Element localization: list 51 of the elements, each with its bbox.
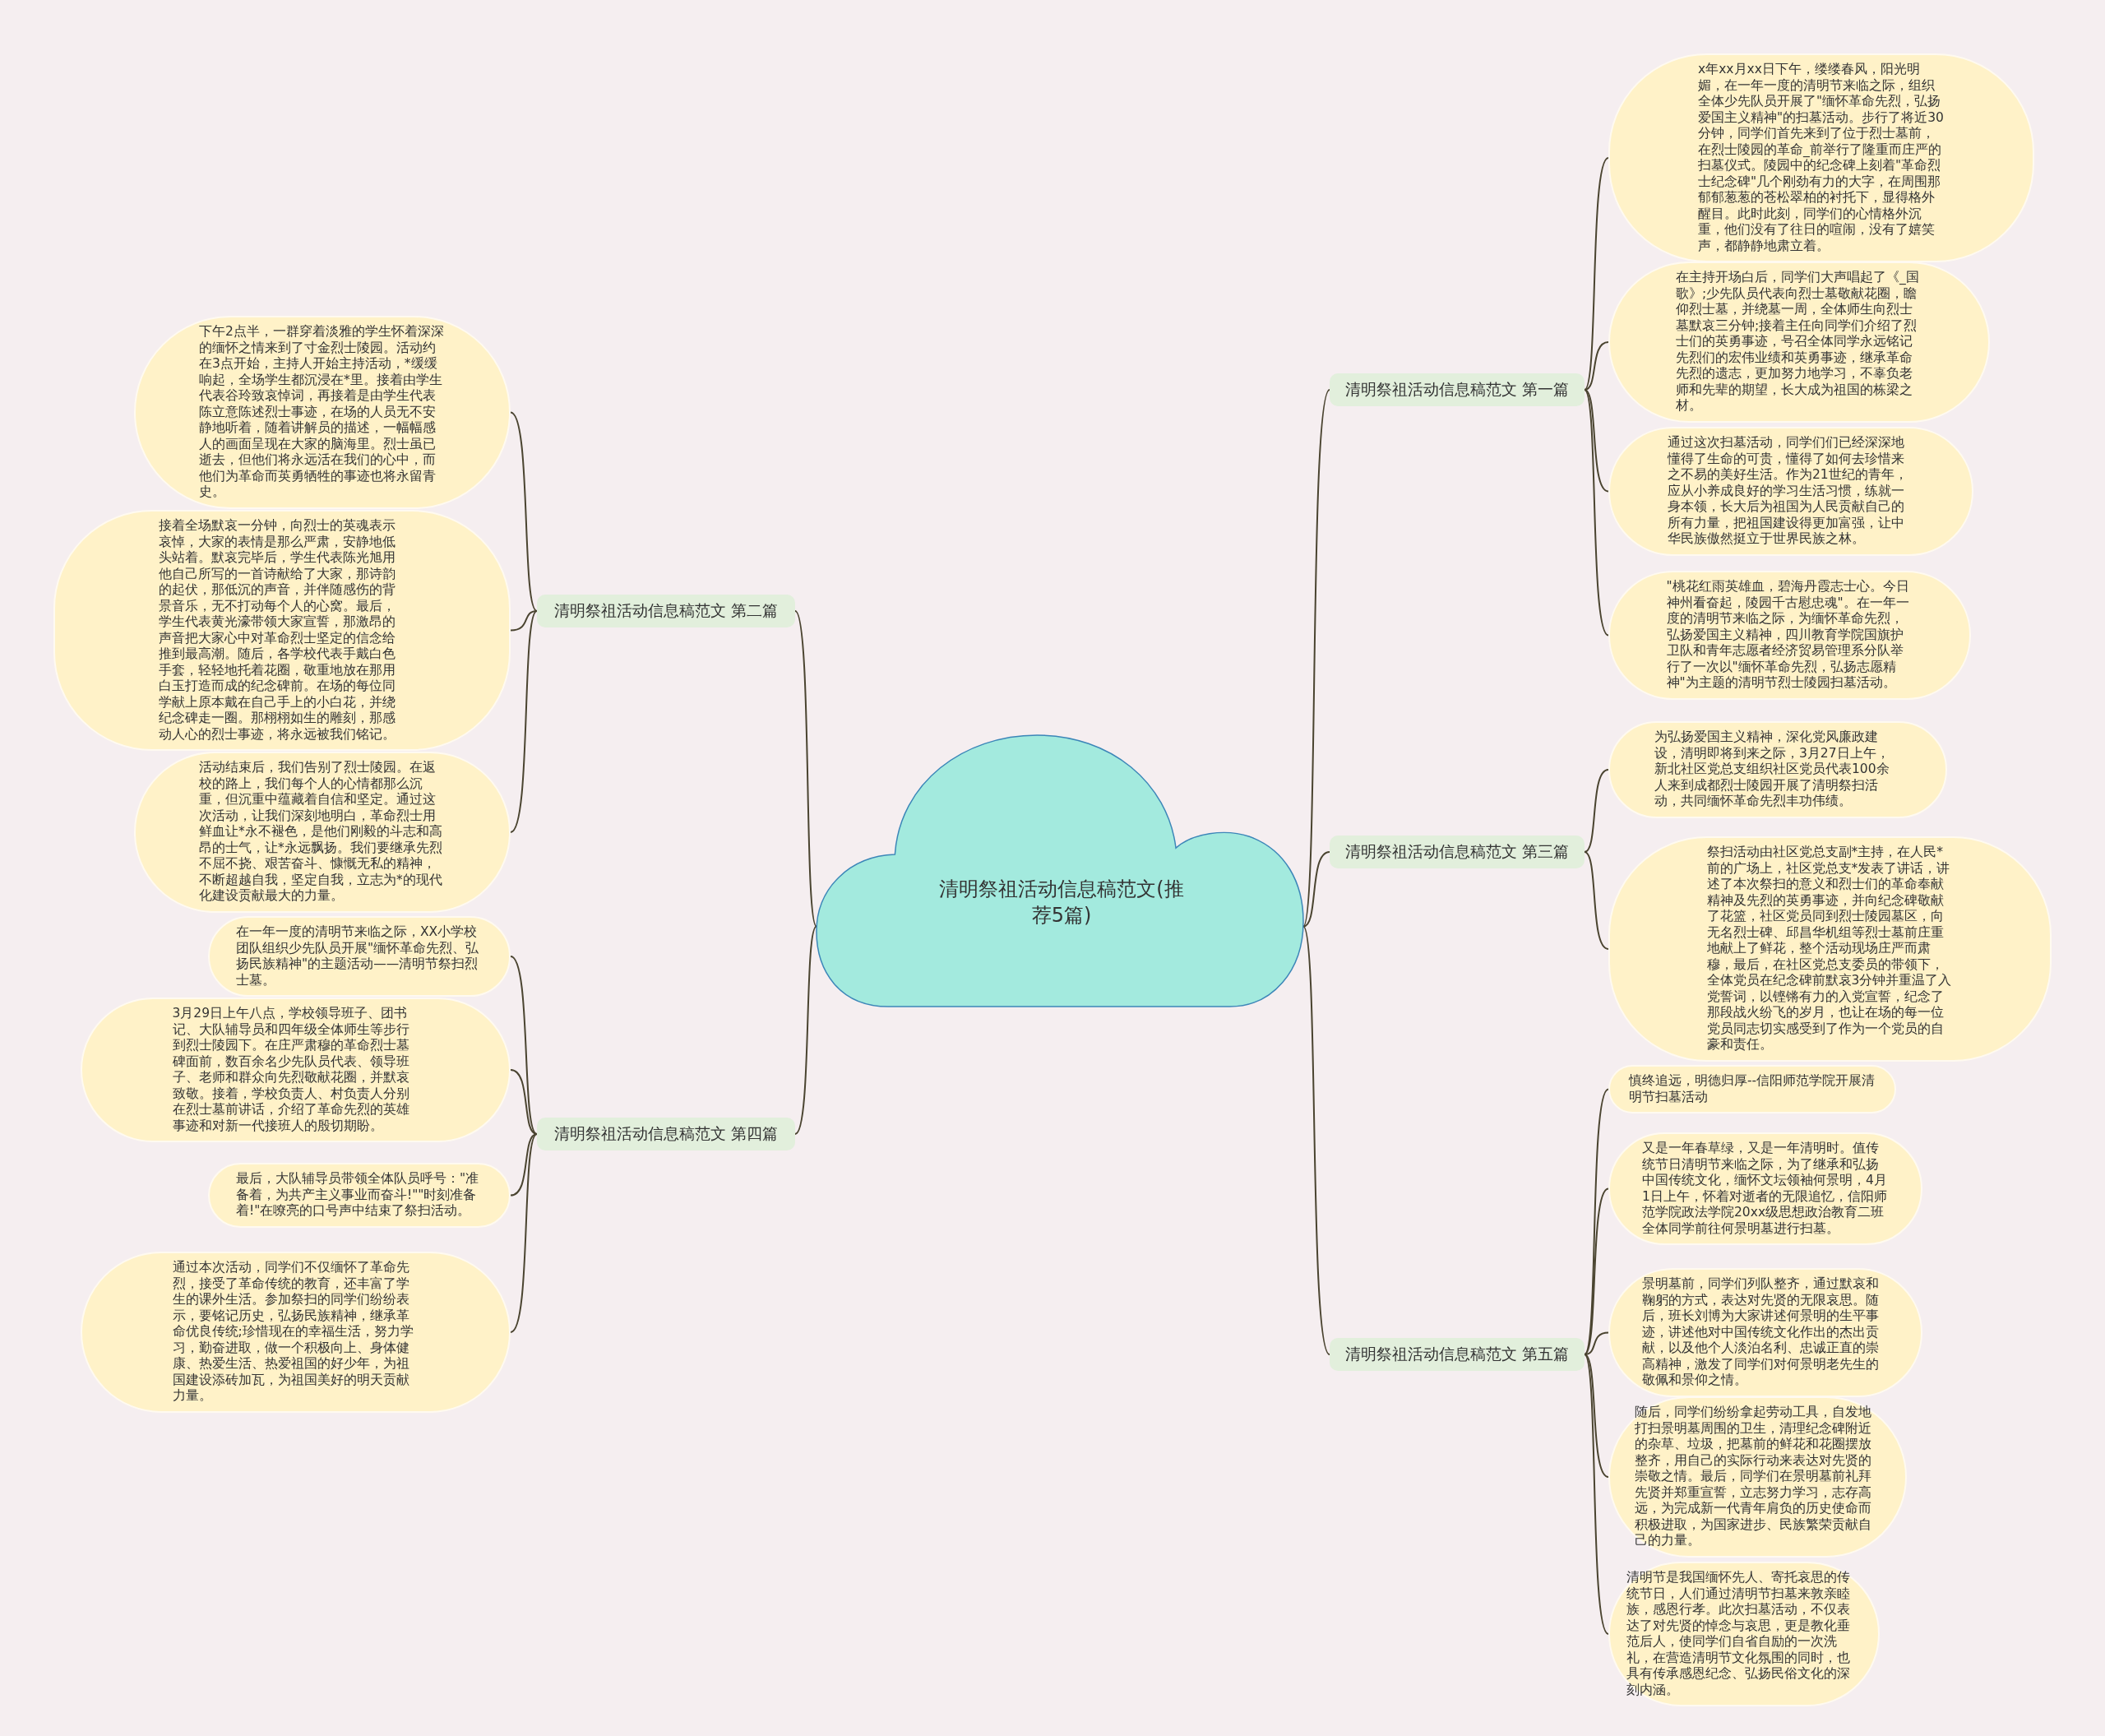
paragraph-text: 随后，同学们纷纷拿起劳动工具，自发地打扫景明墓周围的卫生，清理纪念碑附近的杂草、垃圾，把墓前的鲜花和花圈摆放整齐，用自己的实际行动来表达对先贤的崇敬之情。最后，同学们在景明墓前礼拜先贤并郑重宣誓，立志努力学习，志存高远，为完成新一代青年肩负的历史使命而积极进取，为国家进步、民族繁荣贡献自己的力量。 <box>1634 1405 1872 1549</box>
topic-label <box>537 1118 795 1150</box>
connector-line <box>794 925 817 1135</box>
topic-text: 清明祭祖活动信息稿范文 第三篇 <box>1344 841 1569 862</box>
paragraph-text: 最后，大队辅导员带领全体队员呼号："准备着，为共产主义事业而奋斗!""时刻准备着!"在嘹亮的口号声中结束了祭扫活动。 <box>236 1171 480 1220</box>
connector-line <box>510 1069 538 1135</box>
paragraph-text: 祭扫活动由社区党总支副*主持，在人民*前的广场上，社区党总支*发表了讲话，讲述了本次祭扫的意义和烈士们的革命奉献精神及先烈的英勇事迹，并向纪念碑敬献了花篮，社区党员同到烈士陵园墓区，向无名烈士碑、邱昌华机组等烈士墓前庄重地献上了鲜花，整个活动现场庄严而肃穆，最后，在社区党总支委员的带领下，全体党员在纪念碑前默哀3分钟并重温了入党誓词，以铿锵有力的入党宣誓，纪念了那段战火纷飞的岁月，也让在场的每一位党员同志切实感受到了作为一个党员的自豪和责任。 <box>1706 845 1953 1053</box>
paragraph-text: 为弘扬爱国主义精神，深化党风廉政建设，清明即将到来之际，3月27日上午，新北社区党总支组织社区党员代表100余人来到成都烈士陵园开展了清明祭扫活动，共同缅怀革命先烈丰功伟绩。 <box>1654 729 1890 810</box>
connector-line <box>1584 1354 1609 1478</box>
connector-line <box>1584 341 1609 391</box>
paragraph-text: 下午2点半，一群穿着淡雅的学生怀着深深的缅怀之情来到了寸金烈士陵园。活动约在3点开始，主持人开始主持活动，*缓缓响起，全场学生都沉浸在*里。接着由学生代表谷玲致哀悼词，再接着是由学生代表陈立意陈述烈士事迹，在场的人员无不安静地听着，随着讲解员的描述，一幅幅感人的画面呈现在大家的脑海里。烈士虽已逝去，但他们将永远活在我们的心中，而他们为革命而英勇牺牲的事迹也将永留青史。 <box>199 324 445 501</box>
connector-line <box>1584 769 1609 853</box>
paragraph-text: 3月29日上午八点，学校领导班子、团书记、大队辅导员和四年级全体师生等步行到烈士陵园下。在庄严肃穆的革命烈士墓碑面前，数百余名少先队员代表、领导班子、老师和群众向先烈敬献花圈，并默哀致敬。接着，学校负责人、村负责人分别在烈士墓前讲话，介绍了革命先烈的英雄事迹和对新一代接班人的殷切期盼。 <box>172 1006 410 1134</box>
topic-text: 清明祭祖活动信息稿范文 第四篇 <box>553 1123 778 1144</box>
paragraph-text: 又是一年春草绿，又是一年清明时。值传统节日清明节来临之际，为了继承和弘扬中国传统文化，缅怀文坛领袖何景明，4月1日上午，怀着对逝者的无限追忆，信阳师范学院政法学院20xx级思想政治教育二班全体同学前往何景明墓进行扫墓。 <box>1642 1141 1888 1237</box>
central-topic-text: 清明祭祖活动信息稿范文(推荐5篇) <box>938 877 1185 928</box>
paragraph-text: 景明墓前，同学们列队整齐，通过默哀和鞠躬的方式，表达对先贤的无限哀思。随后，班长刘博为大家讲述何景明的生平事迹，讲述他对中国传统文化作出的杰出贡献，以及他个人淡泊名利、忠诚正直的崇高精神，激发了同学们对何景明老先生的敬佩和景仰之情。 <box>1642 1276 1880 1389</box>
topic-text: 清明祭祖活动信息稿范文 第二篇 <box>553 600 778 621</box>
connector-line <box>1584 157 1609 391</box>
connector-line <box>510 956 538 1135</box>
paragraph-text: 在主持开场白后，同学们大声唱起了《_国歌》;少先队员代表向烈士墓敬献花圈，瞻仰烈士墓，并绕墓一周，全体师生向烈士墓默哀三分钟;接着主任向同学们介绍了烈士们的英勇事迹，号召全体同学永远铭记先烈们的宏伟业绩和英勇事迹，继承革命先烈的遗志，更加努力地学习，不辜负老师和先辈的期望，长大成为祖国的栋梁之材。 <box>1676 270 1920 414</box>
topic-label <box>1330 1338 1585 1371</box>
connector-line <box>1302 389 1330 928</box>
connector-line <box>1584 1354 1609 1635</box>
connector-line <box>510 411 538 612</box>
paragraph-text: x年xx月xx日下午，缕缕春风，阳光明媚，在一年一度的清明节来临之际，组织全体少先队员开展了"缅怀革命先烈，弘扬爱国主义精神"的扫墓活动。步行了将近30分钟，同学们首先来到了位于烈士墓前，在烈士陵园的革命_前举行了隆重而庄严的扫墓仪式。陵园中的纪念碑上刻着"革命烈士纪念碑"几个刚劲有力的大字，在周围那郁郁葱葱的苍松翠柏的衬托下，显得格外醒目。此时此刻，同学们的心情格外沉重，他们没有了往日的喧闹，没有了嬉笑声，都静静地肃立着。 <box>1698 62 1945 254</box>
connector-line <box>1584 1088 1609 1355</box>
paragraph-text: "桃花红雨英雄血，碧海丹霞志士心。今日神州看奋起，陵园千古慰忠魂"。在一年一度的清明节来临之际，为缅怀革命先烈，弘扬爱国主义精神，四川教育学院国旗护卫队和青年志愿者经济贸易管理系分队举行了一次以"缅怀革命先烈，弘扬志愿精神"为主题的清明节烈士陵园扫墓活动。 <box>1666 579 1910 692</box>
paragraph-text: 通过本次活动，同学们不仅缅怀了革命先烈，接受了革命传统的教育，还丰富了学生的课外生活。参加祭扫的同学们纷纷表示，要铭记历史，弘扬民族精神，继承革命优良传统;珍惜现在的幸福生活，努力学习，勤奋进取，做一个积极向上、身体健康、热爱生活、热爱祖国的好少年，为祖国建设添砖加瓦，为祖国美好的明天贡献力量。 <box>172 1260 414 1405</box>
connector-line <box>1302 925 1330 1355</box>
paragraph-text: 接着全场默哀一分钟，向烈士的英魂表示哀悼，大家的表情是那么严肃，安静地低头站着。默哀完毕后，学生代表陈光旭用他自己所写的一首诗献给了大家，那诗韵的起伏，那低沉的声音，并伴随感伤的背景音乐，无不打动每个人的心窝。最后，学生代表黄光濠带领大家宣誓，那激昂的声音把大家心中对革命烈士坚定的信念给推到最高潮。随后，各学校代表手戴白色手套，轻轻地托着花圈，敬重地放在那用白玉打造而成的纪念碑前。在场的每位同学献上原本戴在自己手上的小白花，并绕纪念碑走一圈。那栩栩如生的雕刻，那感动人心的烈士事迹，将永远被我们铭记。 <box>159 518 396 743</box>
connector-line <box>1584 389 1609 493</box>
connector-line <box>1584 851 1609 950</box>
connector-line <box>794 610 817 928</box>
paragraph-text: 在一年一度的清明节来临之际，XX小学校团队组织少先队员开展"缅怀革命先烈、弘扬民族精神"的主题活动——清明节祭扫烈士墓。 <box>236 924 480 988</box>
topic-text: 清明祭祖活动信息稿范文 第一篇 <box>1344 379 1569 400</box>
topic-text: 清明祭祖活动信息稿范文 第五篇 <box>1344 1344 1569 1364</box>
connector-line <box>1584 1331 1609 1355</box>
paragraph-text: 通过这次扫墓活动，同学们们已经深深地懂得了生命的可贵，懂得了如何去珍惜来之不易的美好生活。作为21世纪的青年，应从小养成良好的学习生活习惯，练就一身本领，长大后为祖国为人民贡献自己的所有力量，把祖国建设得更加富强，让中华民族傲然挺立于世界民族之林。 <box>1668 435 1908 548</box>
paragraph-text: 慎终追远，明德归厚--信阳师范学院开展清明节扫墓活动 <box>1629 1073 1876 1105</box>
paragraph-text: 清明节是我国缅怀先人、寄托哀思的传统节日，人们通过清明节扫墓来敦亲睦族，感恩行孝。此次扫墓活动，不仅表达了对先贤的悼念与哀思，更是教化垂范后人，使同学们自省自励的一次洗礼，在营造清明节文化氛围的同时，也具有传承感恩纪念、弘扬民俗文化的深刻内涵。 <box>1626 1570 1851 1698</box>
topic-label <box>1330 836 1585 868</box>
topic-label <box>537 595 795 627</box>
connector-line <box>1584 389 1609 637</box>
connector-line <box>1302 851 1330 928</box>
connector-line <box>510 610 538 632</box>
connector-line <box>510 610 538 833</box>
connector-line <box>1584 1187 1609 1355</box>
paragraph-text: 活动结束后，我们告别了烈士陵园。在返校的路上，我们每个人的心情都那么沉重，但沉重中蕴藏着自信和坚定。通过这次活动，让我们深刻地明白，革命烈士用鲜血让*永不褪色，是他们刚毅的斗志和高昂的士气，让*永远飘扬。我们要继承先烈不屈不挠、艰苦奋斗、慷慨无私的精神，不断超越自我，坚定自我，立志为*的现代化建设贡献最大的力量。 <box>199 760 443 905</box>
topic-label <box>1330 373 1585 406</box>
connector-line <box>510 1133 538 1333</box>
